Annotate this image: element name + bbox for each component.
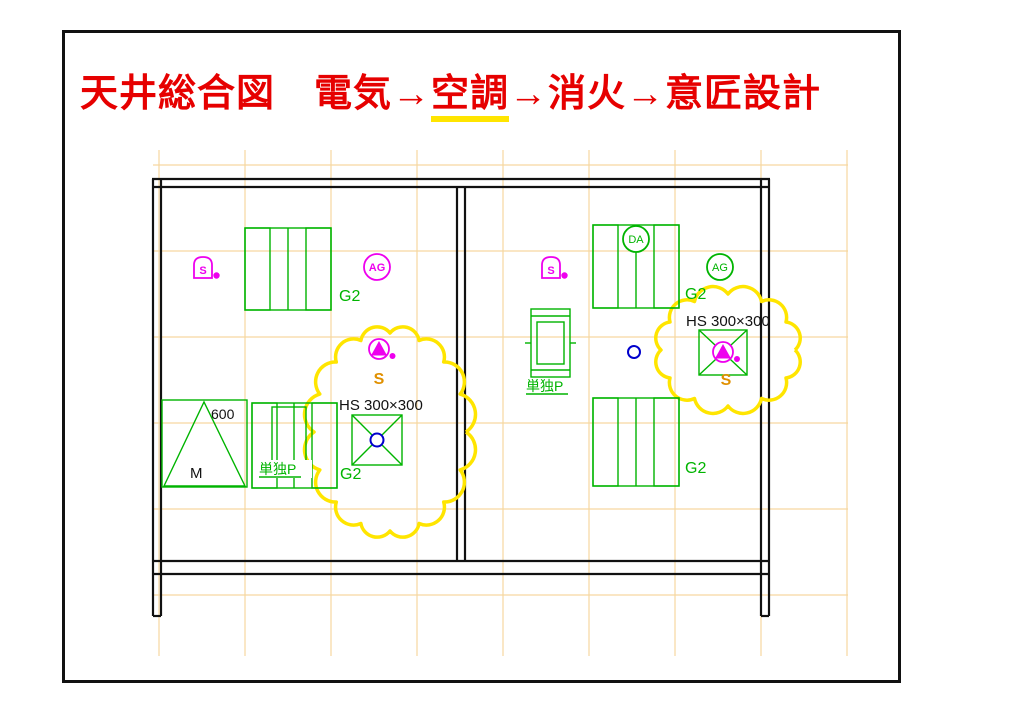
da-label: DA [628,234,644,246]
grille-label: G2 [685,286,706,303]
hs-panel-left [351,414,403,466]
ag-symbol-left [363,253,391,281]
grille-label: G2 [685,460,706,477]
revision-cloud-right [654,284,802,416]
speaker-symbol-right: S [541,256,568,279]
standalone-unit-label: 単独P [259,461,296,477]
hs-size-label: HS 300×300 [686,313,770,330]
revision-cloud-left [302,325,478,539]
title-highlight: 空調 [431,73,510,122]
title-suffix: →消火→意匠設計 [509,73,822,115]
hs-size-label: HS 300×300 [339,397,423,414]
standalone-unit-label: 単独P [526,378,563,394]
standalone-unit-right [525,308,576,378]
ceiling-grille-left-top [244,227,332,311]
sprinkler-label: S [374,371,385,388]
grid-lines [153,150,848,656]
sprinkler-label: S [721,372,732,389]
ag-label: AG [712,262,728,274]
grille-label: G2 [339,288,360,305]
page-title: 天井総合図 電気→空調→消火→意匠設計 [80,62,822,122]
da-symbol [622,225,650,253]
door-symbol [161,399,248,488]
sprinkler-symbol-right [712,341,740,363]
ag-label: AG [369,262,386,274]
downlight-symbol [369,432,385,448]
door-mark-label: M [190,465,203,482]
ceiling-grille-right-bottom [592,397,680,487]
speaker-symbol-left: S [193,256,220,279]
ceiling-grille-left-bottom [251,402,338,489]
speaker-label: S [547,265,554,277]
door-width-label: 600 [211,406,235,422]
speaker-label: S [199,265,206,277]
ag-symbol-right [706,253,734,281]
title-prefix: 天井総合図 電気→ [80,73,432,115]
walls [151,177,771,618]
downlight-symbol [627,345,641,359]
grille-label: G2 [340,466,361,483]
sprinkler-symbol-left [368,338,396,360]
drawing-border [62,30,901,683]
